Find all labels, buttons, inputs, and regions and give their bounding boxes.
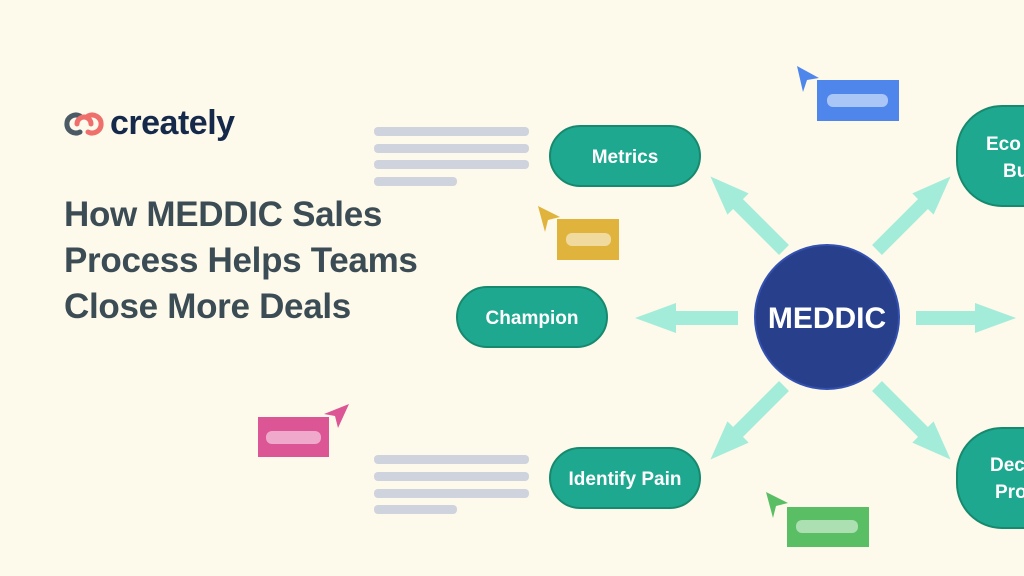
node-champion[interactable]: Champion: [456, 286, 608, 348]
node-decision-process[interactable]: Dec Pro: [956, 427, 1024, 529]
node-identify-pain-label: Identify Pain: [569, 469, 682, 490]
headline-line-2: Process Helps Teams: [64, 241, 418, 280]
cursor-yellow-icon: [538, 206, 560, 232]
node-economic-buyer[interactable]: Eco Bu: [956, 105, 1024, 207]
node-metrics-label: Metrics: [592, 147, 659, 168]
node-decision-process-label-1: Dec: [990, 455, 1024, 476]
cursor-yellow: [538, 206, 619, 260]
cursor-pink-icon: [324, 404, 349, 428]
cursor-green: [766, 492, 869, 547]
node-identify-pain[interactable]: Identify Pain: [549, 447, 701, 509]
text-lines-top: [374, 127, 529, 186]
arrow-to-economic-buyer: [872, 176, 951, 255]
node-metrics[interactable]: Metrics: [549, 125, 701, 187]
cursor-blue: [797, 66, 899, 121]
headline-line-3: Close More Deals: [64, 287, 351, 326]
arrow-to-decision-process: [872, 381, 951, 460]
arrow-to-right: [916, 303, 1016, 333]
arrow-to-champion: [635, 303, 738, 333]
node-champion-label: Champion: [486, 308, 579, 329]
cursor-green-icon: [766, 492, 788, 518]
headline-line-1: How MEDDIC Sales: [64, 195, 383, 234]
node-decision-process-label-2: Pro: [995, 482, 1024, 503]
node-meddic-center[interactable]: MEDDIC: [754, 244, 900, 390]
creately-logo-icon: [64, 112, 104, 135]
node-economic-buyer-label-2: Bu: [1003, 161, 1024, 182]
cursor-pink: [258, 404, 349, 457]
node-economic-buyer-label-1: Eco: [986, 134, 1021, 155]
creately-logo: creately: [64, 104, 235, 143]
arrow-to-identify-pain: [710, 381, 789, 460]
text-lines-bottom: [374, 455, 529, 514]
cursor-blue-icon: [797, 66, 819, 92]
brand-name: creately: [110, 104, 235, 142]
page-title: How MEDDIC Sales Process Helps Teams Clo…: [64, 192, 484, 330]
arrow-to-metrics: [710, 176, 789, 255]
node-meddic-label: MEDDIC: [768, 302, 886, 335]
